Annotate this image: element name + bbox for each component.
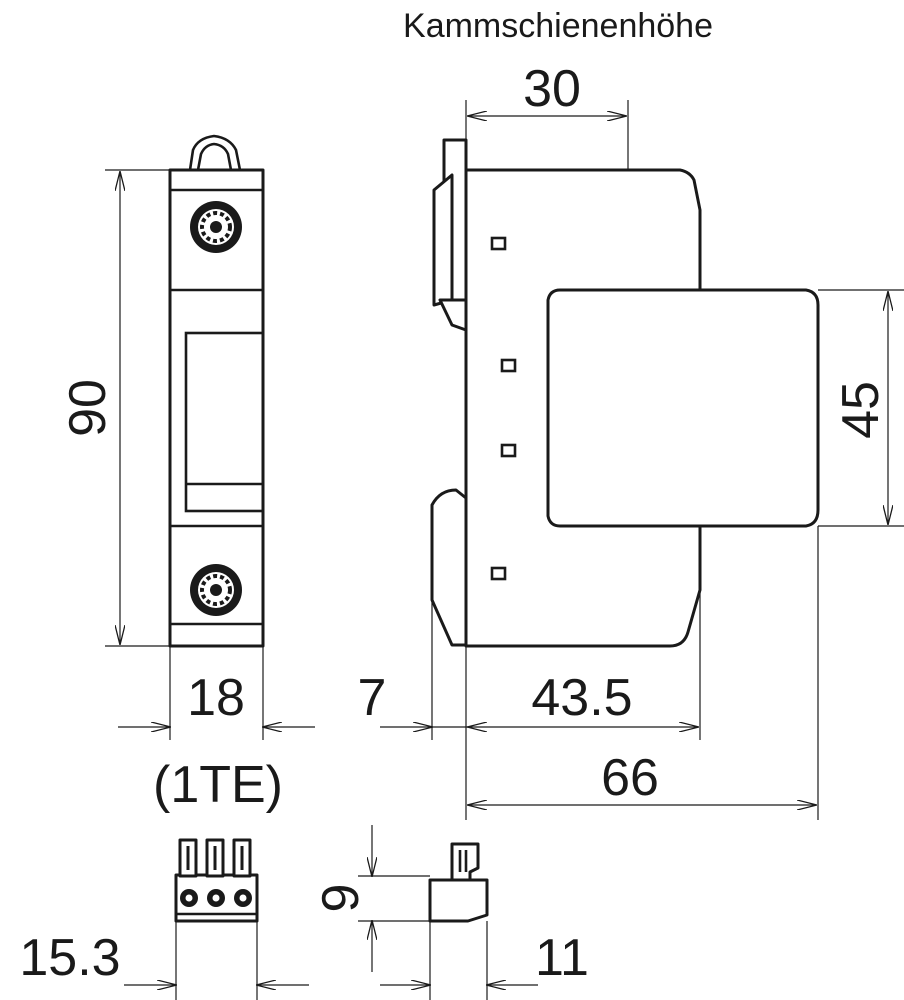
dim-offset: 7 xyxy=(358,669,387,727)
front-window xyxy=(184,331,265,513)
screw-top-icon xyxy=(190,201,242,253)
dim-width: 18 xyxy=(187,669,245,727)
dim-comb-height: 30 xyxy=(523,60,581,118)
terminal-front-view: 15.3 xyxy=(19,838,309,1000)
side-plugin-module xyxy=(546,288,820,528)
dim-depth-body: 43.5 xyxy=(531,669,632,727)
dim-terminal-width: 15.3 xyxy=(19,929,120,987)
terminal-side-view: 9 11 xyxy=(312,825,589,1000)
terminal-side-block xyxy=(428,878,489,923)
dim-terminal-depth: 11 xyxy=(535,929,589,987)
dim-depth-total: 66 xyxy=(601,749,659,807)
screw-bottom-icon xyxy=(190,564,242,616)
dim-terminal-height: 9 xyxy=(312,884,370,913)
side-din-clip xyxy=(430,488,468,647)
front-view: 90 18 (1TE) xyxy=(59,134,315,814)
side-view: Kammschienenhöhe 30 45 7 43.5 66 xyxy=(358,7,904,820)
dim-total-height: 90 xyxy=(59,379,117,437)
title-label: Kammschienenhöhe xyxy=(403,7,713,45)
front-hook xyxy=(188,134,242,171)
dim-module-height: 45 xyxy=(832,381,890,439)
dim-width-unit: (1TE) xyxy=(153,756,283,814)
